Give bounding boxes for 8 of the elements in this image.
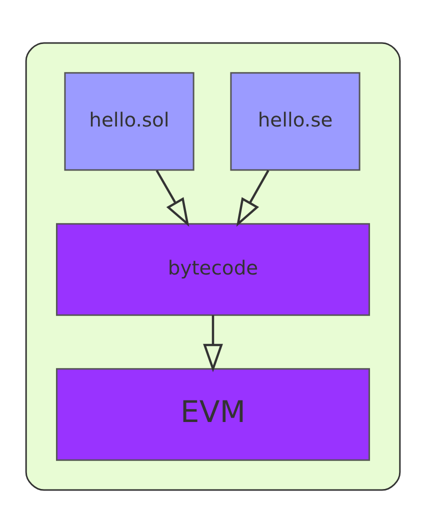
- node-box: EVM: [56, 368, 370, 460]
- arrow: [236, 169, 270, 226]
- node-box: hello.se: [230, 72, 360, 170]
- cluster: [25, 42, 401, 490]
- node-box: bytecode: [56, 222, 370, 316]
- arrow: [203, 314, 223, 372]
- node-box: hello.sol: [64, 72, 194, 170]
- arrow: [156, 169, 190, 226]
